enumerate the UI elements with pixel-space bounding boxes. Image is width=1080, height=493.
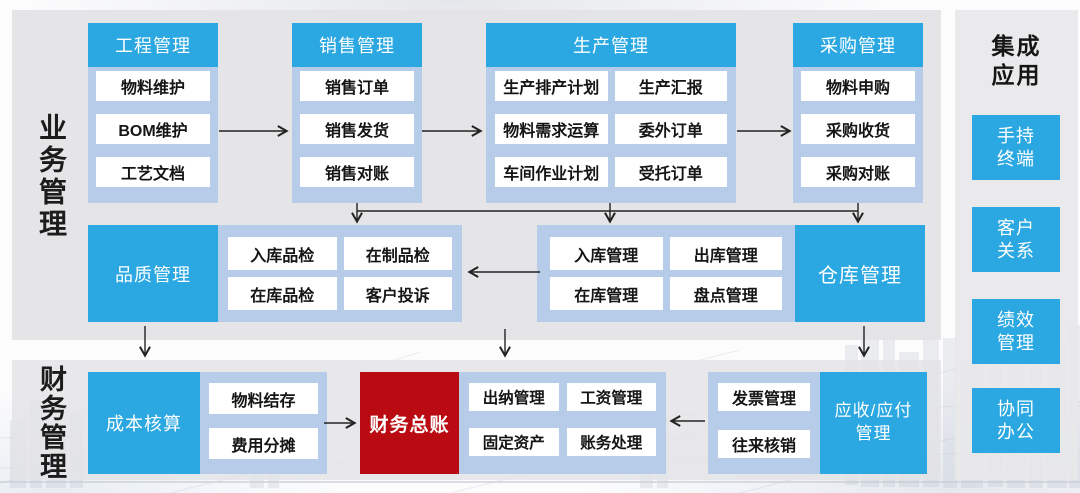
warehouse-items: 入库管理 出库管理 在库管理 盘点管理 [537, 225, 795, 322]
finance-section-label: 财务管理 [36, 365, 66, 481]
item-mrp-calculation: 物料需求运算 [495, 114, 608, 144]
item-inprocess-inspection: 在制品检 [343, 237, 452, 270]
item-outsourcing-order: 委外订单 [614, 114, 727, 144]
item-instock-management: 在库管理 [550, 277, 663, 310]
item-invoice-management: 发票管理 [718, 383, 810, 411]
business-section-label: 业务管理 [36, 113, 67, 241]
procurement-items: 物料申购 采购收货 采购对账 [793, 67, 923, 203]
engineering-header: 工程管理 [88, 23, 218, 67]
item-material-requisition: 物料申购 [801, 71, 915, 101]
procurement-column: 采购管理 物料申购 采购收货 采购对账 [793, 23, 923, 203]
item-expense-allocation: 费用分摊 [209, 428, 318, 459]
item-instock-inspection: 在库品检 [228, 277, 337, 310]
integration-title-line2: 应用 [991, 62, 1042, 88]
production-header: 生产管理 [486, 23, 736, 67]
item-incoming-inspection: 入库品检 [228, 237, 337, 270]
app-line: 管理 [997, 332, 1035, 353]
warehouse-management-box: 仓库管理 [795, 225, 925, 322]
item-outbound-management: 出库管理 [669, 237, 782, 270]
procurement-header: 采购管理 [793, 23, 923, 67]
engineering-items: 物料维护 BOM维护 工艺文档 [88, 67, 218, 203]
item-material-maintenance: 物料维护 [96, 71, 210, 101]
sales-items: 销售订单 销售发货 销售对账 [292, 67, 422, 203]
item-purchase-reconciliation: 采购对账 [801, 157, 915, 187]
item-cashier-management: 出纳管理 [469, 383, 559, 411]
cashier-items: 出纳管理 工资管理 固定资产 账务处理 [459, 372, 666, 474]
ar-ap-management-box: 应收/应付 管理 [820, 372, 927, 474]
ar-ap-line2: 管理 [855, 424, 892, 443]
item-production-scheduling: 生产排产计划 [495, 71, 608, 101]
item-material-balance: 物料结存 [209, 383, 318, 414]
engineering-column: 工程管理 物料维护 BOM维护 工艺文档 [88, 23, 218, 203]
item-consignment-order: 受托订单 [614, 157, 727, 187]
cost-items: 物料结存 费用分摊 [200, 372, 327, 474]
quality-items: 入库品检 在制品检 在库品检 客户投诉 [218, 225, 462, 322]
app-line: 客户 [997, 218, 1035, 238]
item-sales-shipping: 销售发货 [300, 114, 414, 144]
sales-column: 销售管理 销售订单 销售发货 销售对账 [292, 23, 422, 203]
production-items: 生产排产计划 生产汇报 物料需求运算 委外订单 车间作业计划 受托订单 [486, 67, 736, 203]
app-handheld-terminal: 手持 终端 [972, 115, 1060, 180]
item-stocktaking-management: 盘点管理 [669, 277, 782, 310]
item-workshop-plan: 车间作业计划 [495, 157, 608, 187]
app-line: 终端 [997, 148, 1035, 169]
item-customer-complaints: 客户投诉 [343, 277, 452, 310]
item-sales-order: 销售订单 [300, 71, 414, 101]
item-process-documents: 工艺文档 [96, 157, 210, 187]
item-production-reporting: 生产汇报 [614, 71, 727, 101]
integration-title-line1: 集成 [991, 33, 1042, 59]
invoice-items: 发票管理 往来核销 [708, 372, 820, 474]
item-inbound-management: 入库管理 [550, 237, 663, 270]
app-line: 协同 [997, 399, 1035, 419]
item-payroll-management: 工资管理 [566, 383, 656, 411]
general-ledger-box: 财务总账 [360, 372, 459, 474]
app-collaborative-office: 协同 办公 [972, 388, 1060, 453]
app-line: 关系 [997, 240, 1035, 261]
item-current-account-writeoff: 往来核销 [718, 430, 810, 458]
item-accounting-processing: 账务处理 [566, 428, 656, 456]
integration-title: 集成 应用 [955, 32, 1078, 90]
app-line: 手持 [997, 126, 1035, 146]
sales-header: 销售管理 [292, 23, 422, 67]
cost-accounting-box: 成本核算 [88, 372, 200, 474]
item-purchase-receiving: 采购收货 [801, 114, 915, 144]
item-fixed-assets: 固定资产 [469, 428, 559, 456]
app-performance-management: 绩效 管理 [972, 299, 1060, 364]
item-bom-maintenance: BOM维护 [96, 114, 210, 144]
ar-ap-line1: 应收/应付 [834, 401, 913, 421]
app-line: 办公 [997, 421, 1035, 442]
app-customer-relations: 客户 关系 [972, 207, 1060, 272]
quality-management-box: 品质管理 [88, 225, 218, 322]
app-line: 绩效 [997, 310, 1035, 330]
item-sales-reconciliation: 销售对账 [300, 157, 414, 187]
production-column: 生产管理 生产排产计划 生产汇报 物料需求运算 委外订单 车间作业计划 受托订单 [486, 23, 736, 203]
